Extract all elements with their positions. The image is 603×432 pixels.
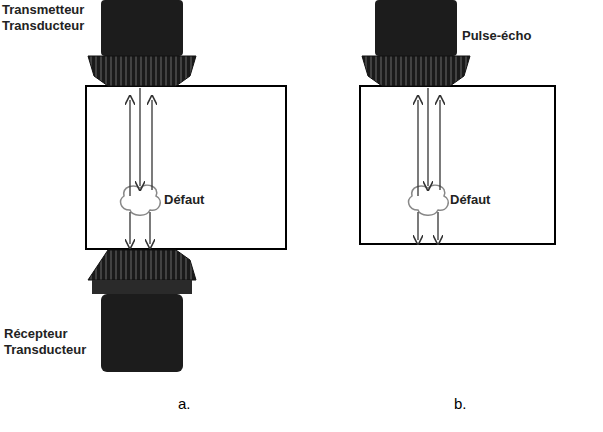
defect [409,185,449,215]
defect-label: Défaut [164,192,204,208]
mode-label: Pulse-écho [462,28,531,44]
defect [121,185,161,215]
ultrasound-rays [418,88,440,240]
part-label: Récepteur Transducteur [4,326,98,358]
pulse-echo-transducer [362,0,470,86]
defect-label: Défaut [450,192,490,208]
transmitter-transducer [88,0,196,86]
figure-caption: b. [454,396,467,412]
ultrasound-rays [130,88,152,244]
test-block [86,86,286,249]
receiver-transducer [88,250,196,372]
test-block [360,86,555,244]
part-label: Transmetteur Transducteur [2,2,100,34]
figure-caption: a. [178,396,191,412]
